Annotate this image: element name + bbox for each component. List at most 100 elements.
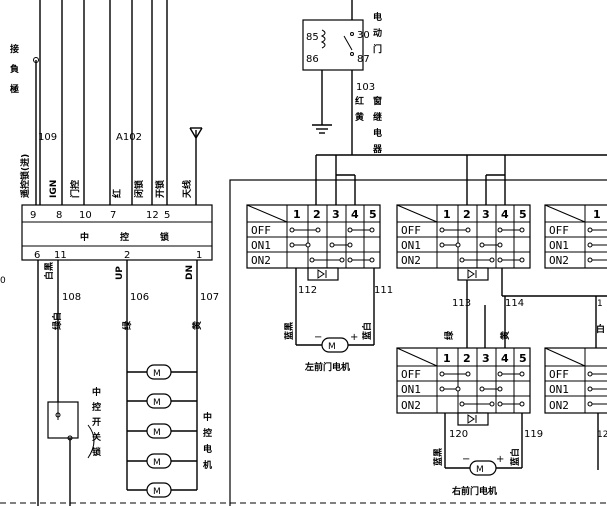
svg-text:85: 85 — [306, 32, 319, 43]
svg-text:103: 103 — [356, 82, 375, 93]
switch-left-front: 1 2 3 4 5 OFF ON1 ON2 — [246, 155, 381, 300]
svg-text:1: 1 — [443, 208, 451, 221]
svg-text:ON1: ON1 — [401, 383, 421, 396]
svg-text:天线: 天线 — [181, 180, 193, 198]
svg-text:M: M — [476, 465, 484, 475]
svg-text:112: 112 — [298, 285, 317, 296]
svg-text:左前门电机: 左前门电机 — [304, 361, 350, 373]
svg-text:ON2: ON2 — [401, 254, 421, 267]
svg-text:8: 8 — [56, 210, 62, 221]
top-wires — [33, 0, 168, 205]
ground-icon — [312, 124, 332, 134]
door-switch — [47, 390, 79, 506]
svg-text:OFF: OFF — [401, 224, 421, 237]
svg-text:门: 门 — [373, 43, 382, 55]
controller-pin-names: 遥控锁(进) IGN 门控 红 闭锁 开锁 天线 — [19, 154, 193, 198]
svg-text:7: 7 — [110, 210, 116, 221]
svg-text:ON1: ON1 — [401, 239, 421, 252]
svg-text:4: 4 — [501, 208, 509, 221]
svg-text:119: 119 — [524, 429, 543, 440]
svg-text:2: 2 — [463, 208, 471, 221]
svg-text:3: 3 — [482, 352, 490, 365]
svg-text:控: 控 — [92, 401, 101, 413]
wire-a102-label: A102 — [116, 132, 142, 143]
svg-text:黄: 黄 — [191, 321, 203, 330]
svg-text:ON1: ON1 — [549, 383, 569, 396]
svg-text:0: 0 — [0, 276, 6, 286]
controller-bottom-wires — [37, 260, 198, 506]
svg-text:120: 120 — [449, 429, 468, 440]
svg-text:4: 4 — [351, 208, 359, 221]
svg-text:窗: 窗 — [373, 95, 382, 107]
svg-text:黄: 黄 — [499, 331, 511, 340]
switch-right-top: 1 2 3 4 5 OFF ON1 ON2 — [396, 155, 607, 320]
svg-text:开: 开 — [92, 417, 101, 428]
svg-text:闭锁: 闭锁 — [133, 180, 145, 198]
svg-text:6: 6 — [34, 250, 40, 261]
svg-text:绿: 绿 — [443, 330, 455, 340]
svg-text:动: 动 — [373, 28, 382, 39]
svg-text:2: 2 — [313, 208, 321, 221]
svg-text:113: 113 — [452, 298, 471, 309]
svg-text:1: 1 — [597, 299, 603, 309]
svg-text:86: 86 — [306, 54, 319, 65]
svg-text:11: 11 — [54, 250, 67, 261]
svg-text:30: 30 — [357, 30, 370, 41]
svg-text:黄: 黄 — [355, 111, 364, 123]
svg-text:电: 电 — [373, 127, 382, 139]
ground-label: 接 — [10, 43, 19, 55]
svg-text:电: 电 — [203, 443, 212, 455]
svg-text:蓝黑: 蓝黑 — [283, 322, 295, 340]
svg-text:锁: 锁 — [92, 446, 101, 458]
svg-text:ON2: ON2 — [549, 399, 569, 412]
svg-text:开锁: 开锁 — [154, 180, 166, 198]
right-front-door-motor: M − + — [445, 454, 522, 476]
left-front-door-motor: M − + — [295, 300, 375, 353]
svg-text:+: + — [350, 332, 358, 343]
svg-text:106: 106 — [130, 292, 149, 303]
svg-text:12: 12 — [146, 210, 159, 221]
svg-text:3: 3 — [332, 208, 340, 221]
svg-text:1: 1 — [443, 352, 451, 365]
svg-text:控: 控 — [120, 231, 129, 243]
svg-text:蓝白: 蓝白 — [361, 322, 373, 340]
svg-text:114: 114 — [505, 298, 524, 309]
svg-text:M: M — [328, 342, 336, 352]
wire-109-label: 109 — [38, 132, 57, 143]
svg-text:器: 器 — [372, 144, 383, 155]
svg-text:右前门电机: 右前门电机 — [451, 485, 497, 497]
svg-text:M: M — [153, 369, 161, 379]
svg-text:关: 关 — [92, 431, 101, 443]
svg-text:12: 12 — [597, 430, 607, 440]
svg-text:1: 1 — [196, 250, 202, 261]
svg-text:白黑: 白黑 — [43, 262, 55, 280]
svg-text:M: M — [153, 458, 161, 468]
svg-text:遥控锁(进): 遥控锁(进) — [19, 154, 31, 198]
antenna-icon — [189, 127, 203, 205]
svg-text:绿白: 绿白 — [51, 312, 63, 330]
svg-text:極: 極 — [9, 83, 19, 95]
switch-rear-partial: 1 OFF ON1 ON2 OFF ON1 ON2 — [544, 204, 607, 470]
svg-text:+: + — [496, 454, 504, 465]
svg-text:中: 中 — [203, 411, 212, 423]
svg-text:5: 5 — [519, 208, 527, 221]
svg-text:门控: 门控 — [69, 180, 81, 198]
svg-text:3: 3 — [482, 208, 490, 221]
svg-text:108: 108 — [62, 292, 81, 303]
svg-text:ON1: ON1 — [549, 239, 569, 252]
svg-text:1: 1 — [293, 208, 301, 221]
svg-text:10: 10 — [79, 210, 92, 221]
svg-text:蓝黑: 蓝黑 — [432, 448, 444, 466]
switch-right-front: 1 2 3 4 5 OFF ON1 ON2 — [396, 296, 531, 468]
svg-text:DN: DN — [185, 265, 195, 280]
svg-text:ON2: ON2 — [401, 399, 421, 412]
svg-text:绿: 绿 — [121, 320, 133, 330]
svg-text:OFF: OFF — [549, 224, 569, 237]
svg-text:红: 红 — [111, 189, 123, 198]
svg-text:OFF: OFF — [251, 224, 271, 237]
svg-text:UP: UP — [115, 266, 125, 280]
svg-text:机: 机 — [203, 459, 212, 471]
svg-text:ON2: ON2 — [549, 254, 569, 267]
svg-text:电: 电 — [373, 11, 382, 23]
